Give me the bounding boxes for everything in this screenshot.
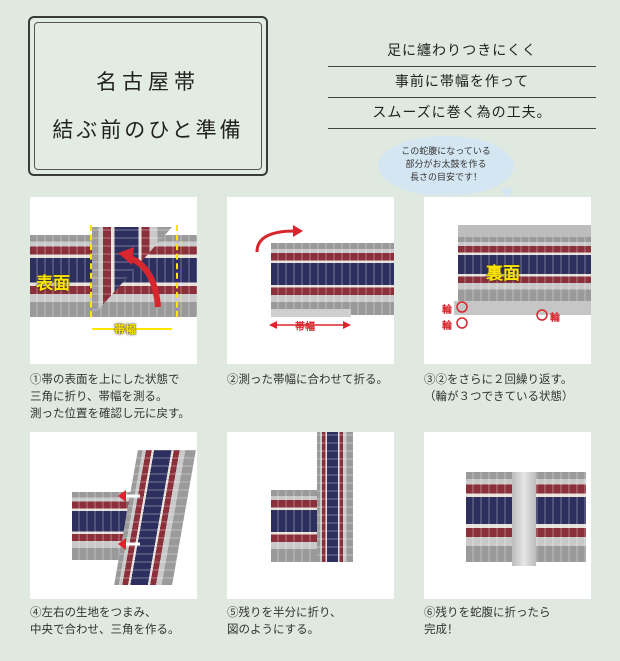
tagline-3: スムーズに巻く為の工夫。: [328, 98, 596, 129]
page-subtitle: 結ぶ前のひと準備: [52, 118, 244, 142]
obi-layer-top: [458, 225, 591, 237]
ring-label-2: 輪: [442, 321, 452, 332]
ring-label-3: 輪: [550, 313, 560, 324]
step-5-caption: ⑤残りを半分に折り、 図のようにする。: [227, 605, 342, 636]
front-label: 表面: [36, 274, 70, 294]
width-guide-lines: [90, 225, 178, 317]
width-label: 帯幅: [114, 323, 136, 336]
tagline-list: 足に纏わりつきにくく 事前に帯幅を作って スムーズに巻く為の工夫。: [328, 36, 596, 129]
step-2-caption: ②測った帯幅に合わせて折る。: [227, 372, 388, 386]
obi-fold-edge: [271, 309, 351, 317]
step-4-photo: [30, 432, 197, 599]
pinch-arrows-icon: [118, 490, 140, 550]
tagline-2: 事前に帯幅を作って: [328, 67, 596, 98]
obi-fabric: [458, 237, 591, 301]
tagline-1: 足に纏わりつきにくく: [328, 36, 596, 67]
step-1-photo: 表面 帯幅: [30, 197, 197, 364]
fold-arrows-icon: [255, 225, 351, 329]
step-2-photo: 帯幅: [227, 197, 394, 364]
obi-pleats: [512, 472, 536, 566]
step-4-caption: ④左右の生地をつまみ、 中央で合わせ、三角を作る。: [30, 605, 180, 636]
step-3-photo: 裏面 輪 輪 輪: [424, 197, 591, 364]
step-6-caption: ⑥残りを蛇腹に折ったら 完成！: [424, 605, 551, 636]
bubble-line-3: 長さの目安です！: [409, 173, 482, 183]
fold-arrow-icon: [92, 247, 172, 330]
step-1-caption: ①帯の表面を上にした状態で 三角に折り、帯幅を測る。 測った位置を確認し元に戻す…: [30, 372, 190, 420]
ring-label-1: 輪: [442, 305, 452, 316]
page-title: 名古屋帯: [96, 70, 200, 94]
bubble-line-2: 部分がお太鼓を作る: [405, 160, 487, 170]
back-label: 裏面: [486, 264, 520, 284]
bubble-line-1: この蛇腹になっている: [401, 147, 491, 157]
width-label: 帯幅: [295, 322, 315, 333]
step-3-caption: ③②をさらに２回繰り返す。 （輪が３つできている状態）: [424, 372, 574, 403]
obi-fabric: [271, 243, 394, 315]
ring-markers-icon: [456, 301, 548, 329]
obi-layer-bottom: [454, 301, 591, 315]
bubble-tail: [500, 188, 514, 198]
step-5-photo: [227, 432, 394, 599]
speech-bubble: この蛇腹になっている 部分がお太鼓を作る 長さの目安です！: [378, 136, 514, 196]
obi-fabric-vertical: [317, 432, 353, 562]
step-6-photo: [424, 432, 591, 599]
title-box: 名古屋帯 結ぶ前のひと準備: [28, 16, 268, 176]
